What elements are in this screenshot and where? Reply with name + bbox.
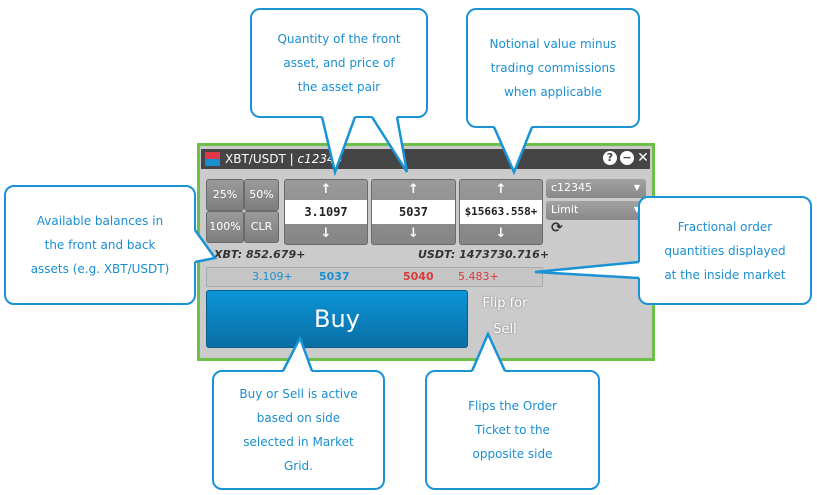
callout-fractional: Fractional order quantities displayed at… [638,196,812,305]
bid-quantity[interactable]: 3.109+ [252,270,293,283]
buy-button[interactable]: Buy [206,290,468,348]
minimize-icon[interactable]: − [620,151,634,165]
notional-down-icon[interactable]: ↓ [495,226,507,241]
pct-25-button[interactable]: 25% [206,179,244,211]
refresh-icon[interactable]: ⟳ [551,220,563,236]
chevron-down-icon: ▼ [633,183,640,192]
notional-up-icon[interactable]: ↑ [495,182,507,197]
pair-title: XBT/USDT [225,152,286,166]
price-down-icon[interactable]: ↓ [408,226,419,241]
clear-button[interactable]: CLR [244,211,279,243]
front-balance: XBT: 852.679+ [214,248,306,261]
notional-input[interactable]: $15663.558+ [460,200,542,224]
close-icon[interactable]: ✕ [637,150,649,166]
quantity-down-icon[interactable]: ↓ [320,226,332,241]
callout-qty-price: Quantity of the front asset, and price o… [250,8,428,118]
order-ticket: XBT/USDT | c12345 ? − ✕ 25% 50% 100% CLR… [197,143,655,361]
ask-quantity[interactable]: 5.483+ [458,270,499,283]
help-icon[interactable]: ? [603,151,617,165]
price-up-icon[interactable]: ↑ [408,182,419,197]
price-stepper: ↑ 5037 ↓ [371,179,456,245]
callout-buy-sell: Buy or Sell is active based on side sele… [212,370,385,490]
notional-stepper: ↑ $15663.558+ ↓ [459,179,543,245]
ask-price[interactable]: 5040 [403,270,434,283]
pct-100-button[interactable]: 100% [206,211,244,243]
bid-price[interactable]: 5037 [319,270,350,283]
callout-balances: Available balances in the front and back… [4,185,196,305]
chevron-down-icon: ▼ [633,205,640,214]
flip-side-button[interactable]: Flip for Sell [482,296,528,337]
back-balance: USDT: 1473730.716+ [418,248,550,261]
inside-market-bar: 3.109+ 5037 5040 5.483+ [206,267,543,287]
quantity-stepper: ↑ 3.1097 ↓ [284,179,368,245]
account-select-value: c12345 [551,181,593,194]
callout-flip: Flips the Order Ticket to the opposite s… [425,370,600,490]
title-bar: XBT/USDT | c12345 ? − ✕ [201,149,650,169]
flag-icon [205,152,220,166]
pct-50-button[interactable]: 50% [244,179,279,211]
order-type-value: Limit [551,203,579,216]
quantity-input[interactable]: 3.1097 [285,200,367,224]
quantity-up-icon[interactable]: ↑ [320,182,332,197]
order-type-select[interactable]: Limit ▼ [546,201,646,220]
account-select[interactable]: c12345 ▼ [546,179,646,198]
callout-notional: Notional value minus trading commissions… [466,8,640,128]
price-input[interactable]: 5037 [372,200,455,224]
